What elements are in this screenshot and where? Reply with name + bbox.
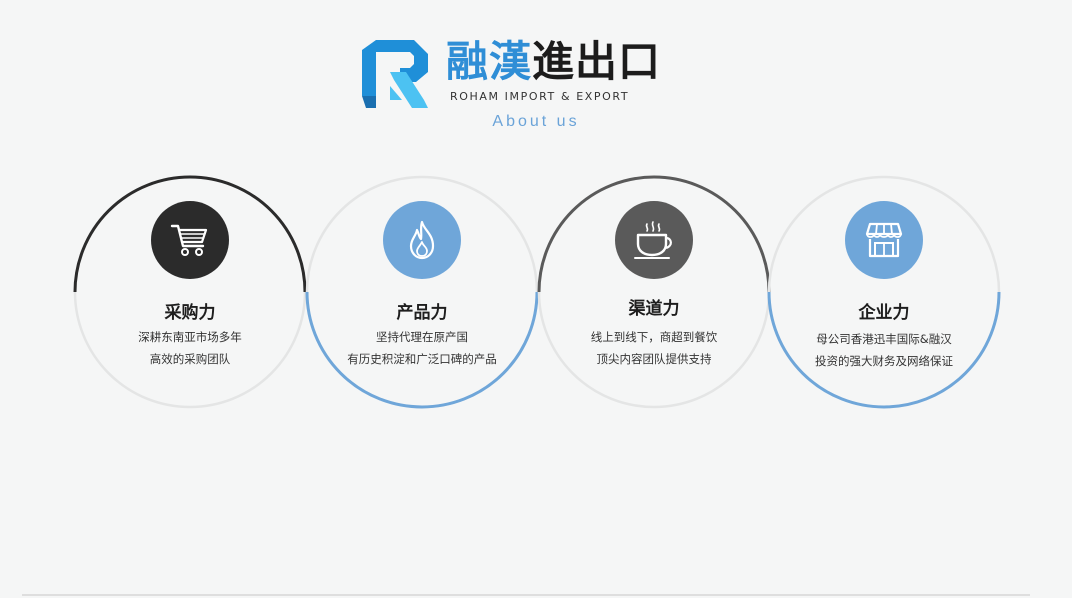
brand-name-chinese: 融漢進出口: [446, 37, 662, 86]
feature-title: 渠道力: [628, 299, 680, 319]
coffee-cup-icon: [634, 221, 672, 259]
feature-desc-line: 母公司香港迅丰国际&融汉: [816, 332, 952, 346]
feature-icon-circle: [615, 201, 693, 279]
feature-title: 企业力: [858, 303, 910, 323]
footer-divider: [22, 594, 1030, 596]
feature-icon-circle: [845, 201, 923, 279]
feature-enterprise: 企业力 母公司香港迅丰国际&融汉 投资的强大财务及网络保证: [766, 174, 1002, 410]
feature-ring: [767, 175, 1001, 409]
flame-icon: [409, 220, 435, 260]
feature-desc-line: 高效的采购团队: [149, 352, 231, 366]
feature-ring: [73, 175, 307, 409]
company-logo: 融漢進出口 ROHAM IMPORT & EXPORT: [360, 37, 680, 114]
feature-icon-circle: [151, 201, 229, 279]
feature-icon-circle: [383, 201, 461, 279]
feature-description: 坚持代理在原产国 有历史积淀和广泛口碑的产品: [304, 326, 540, 370]
feature-ring: [305, 175, 539, 409]
feature-channel: 渠道力 线上到线下，商超到餐饮 顶尖内容团队提供支持: [536, 174, 772, 410]
feature-title: 产品力: [396, 303, 448, 323]
feature-desc-line: 线上到线下，商超到餐饮: [590, 330, 718, 344]
brand-name-english: ROHAM IMPORT & EXPORT: [450, 90, 630, 103]
feature-description: 母公司香港迅丰国际&融汉 投资的强大财务及网络保证: [766, 328, 1002, 372]
feature-desc-line: 坚持代理在原产国: [376, 330, 468, 344]
roham-r-logo-icon: [362, 40, 428, 108]
feature-desc-line: 顶尖内容团队提供支持: [596, 352, 712, 366]
feature-title: 采购力: [164, 303, 216, 323]
section-subtitle: About us: [492, 113, 580, 130]
shopping-cart-icon: [170, 224, 208, 256]
storefront-icon: [865, 222, 903, 258]
feature-product: 产品力 坚持代理在原产国 有历史积淀和广泛口碑的产品: [304, 174, 540, 410]
feature-desc-line: 有历史积淀和广泛口碑的产品: [347, 352, 497, 366]
feature-desc-line: 深耕东南亚市场多年: [138, 330, 242, 344]
feature-description: 深耕东南亚市场多年 高效的采购团队: [72, 326, 308, 370]
feature-purchasing: 采购力 深耕东南亚市场多年 高效的采购团队: [72, 174, 308, 410]
feature-description: 线上到线下，商超到餐饮 顶尖内容团队提供支持: [536, 326, 772, 370]
feature-desc-line: 投资的强大财务及网络保证: [815, 354, 953, 368]
